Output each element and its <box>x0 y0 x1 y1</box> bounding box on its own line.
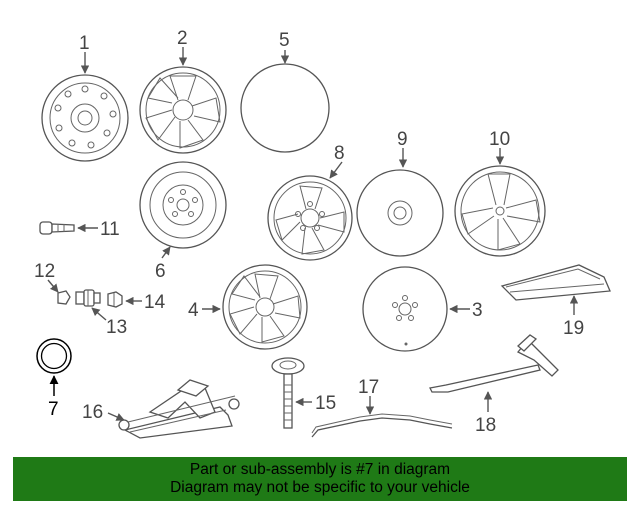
callout-7: 7 <box>48 399 59 420</box>
callout-10: 10 <box>489 129 510 150</box>
lug-nut-set-part-13[interactable] <box>75 289 101 307</box>
wheel-cover-part-9[interactable] <box>356 169 444 257</box>
callout-18: 18 <box>475 415 496 436</box>
wheel-cover-part-5[interactable] <box>240 63 330 153</box>
callout-13: 13 <box>106 317 127 338</box>
callout-3: 3 <box>472 300 483 321</box>
tool-bag-part-19[interactable] <box>500 264 611 301</box>
callout-2: 2 <box>177 28 188 49</box>
wheel-cover-part-3[interactable] <box>362 266 448 352</box>
callout-12: 12 <box>34 261 55 282</box>
wheel-cover-part-8[interactable] <box>267 175 353 261</box>
callout-9: 9 <box>397 129 408 150</box>
banner-line-2: Diagram may not be specific to your vehi… <box>170 479 470 496</box>
callout-11: 11 <box>100 219 120 240</box>
callout-14: 14 <box>144 292 166 313</box>
callout-5: 5 <box>279 30 290 51</box>
ring-part-7[interactable] <box>36 338 72 374</box>
lock-nut-part-12[interactable] <box>57 290 71 305</box>
wheel-cover-part-10[interactable] <box>454 165 546 257</box>
callout-16: 16 <box>82 402 103 423</box>
callout-17: 17 <box>358 377 379 398</box>
parts-diagram: 1 2 5 6 11 <box>34 28 611 439</box>
lug-wrench-part-18[interactable] <box>429 334 559 393</box>
hold-down-bolt-part-15[interactable] <box>271 357 305 429</box>
callout-4: 4 <box>188 300 199 321</box>
callout-6: 6 <box>155 261 166 282</box>
notice-banner: Part or sub-assembly is #7 in diagram Di… <box>13 457 627 501</box>
callout-8: 8 <box>334 143 345 164</box>
spare-tire-part-6[interactable] <box>139 161 227 249</box>
wheel-nut-part-14[interactable] <box>107 291 123 308</box>
callout-15: 15 <box>315 393 336 414</box>
callout-19: 19 <box>563 318 584 339</box>
valve-stem-part-11[interactable] <box>39 221 75 235</box>
steel-wheel-part-1[interactable] <box>41 74 129 162</box>
alloy-wheel-part-4[interactable] <box>222 264 308 350</box>
alloy-wheel-part-2[interactable] <box>139 66 227 154</box>
scissor-jack-part-16[interactable] <box>118 379 240 439</box>
jack-handle-part-17[interactable] <box>311 413 453 438</box>
callout-1: 1 <box>79 33 90 54</box>
banner-line-1: Part or sub-assembly is #7 in diagram <box>189 461 451 478</box>
